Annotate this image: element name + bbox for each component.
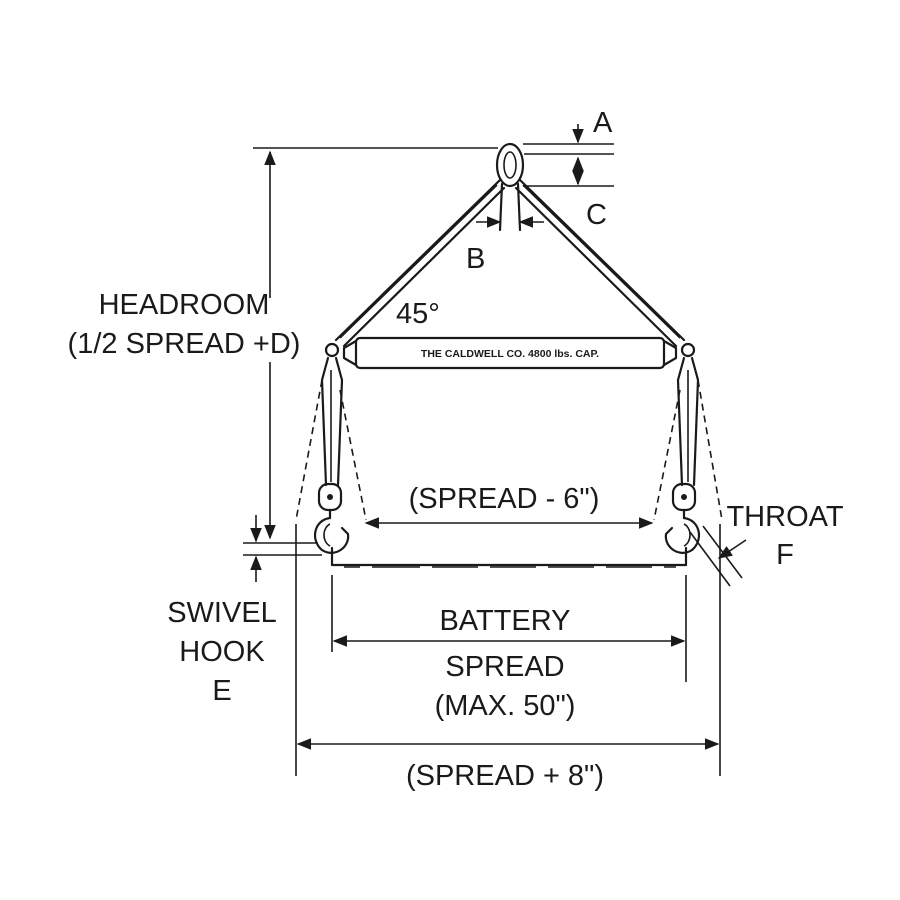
spread-plus-dimension [295, 524, 721, 776]
swivel-hook-left [313, 482, 350, 554]
headroom-dimension [243, 147, 498, 582]
a-c-dimension [523, 124, 614, 187]
throat-label: THROAT [726, 501, 843, 533]
throat-letter-label: F [776, 539, 794, 571]
headroom-formula-label: (1/2 SPREAD +D) [68, 328, 301, 360]
battery-label: BATTERY [439, 605, 570, 637]
battery-max-label: (MAX. 50") [435, 690, 576, 722]
hook-label: HOOK [179, 636, 265, 668]
battery-spread-dimension [331, 575, 687, 682]
hook-letter-label: E [212, 675, 231, 707]
lifting-eye [495, 142, 525, 232]
sling-right [514, 178, 686, 348]
label-a: A [593, 107, 613, 139]
throat-dimension [689, 525, 747, 587]
swivel-hook-right [664, 482, 701, 554]
sling-left [334, 178, 506, 348]
spread-minus-label: (SPREAD - 6") [409, 483, 600, 515]
bar-capacity-text: THE CALDWELL CO. 4800 lbs. CAP. [421, 348, 599, 360]
angle-label: 45° [396, 298, 440, 330]
swivel-label: SWIVEL [167, 597, 277, 629]
spreader-bar: THE CALDWELL CO. 4800 lbs. CAP. [324, 336, 696, 370]
label-b: B [466, 243, 485, 275]
spread-plus-label: (SPREAD + 8") [406, 760, 604, 792]
hook-link-left [320, 356, 344, 487]
swing-envelope [295, 379, 723, 521]
label-c: C [586, 199, 607, 231]
battery-tray [330, 546, 688, 568]
headroom-label: HEADROOM [99, 289, 270, 321]
hook-link-right [676, 356, 700, 487]
battery-spread-label: SPREAD [445, 651, 564, 683]
